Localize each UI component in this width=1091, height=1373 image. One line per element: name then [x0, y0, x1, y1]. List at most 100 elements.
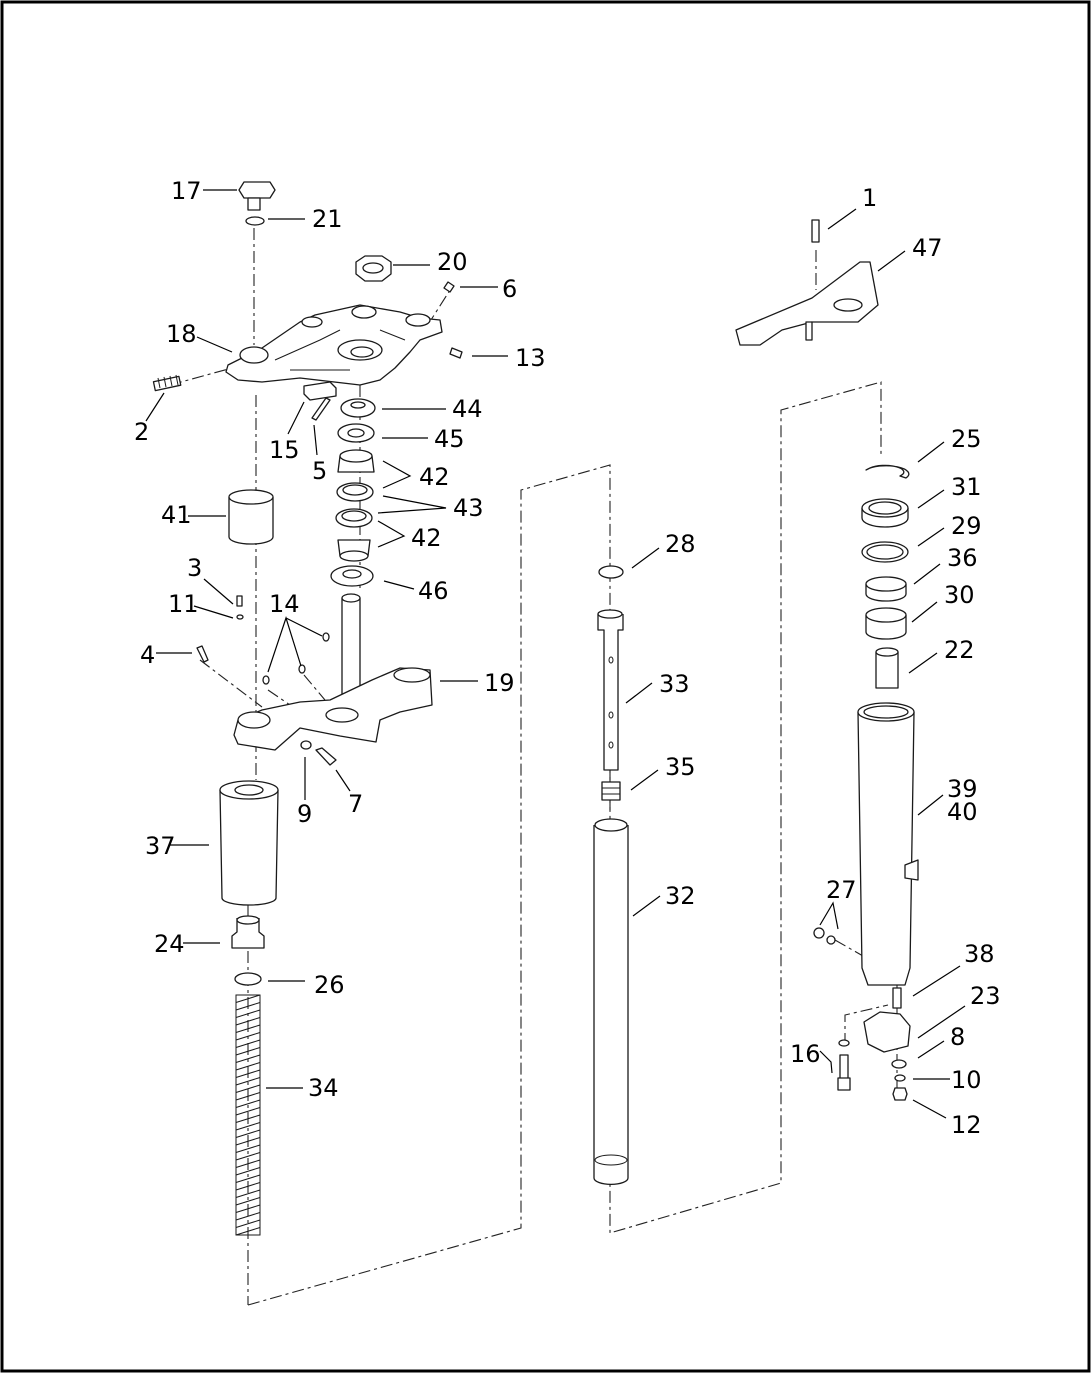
- callout-6: 6: [502, 275, 517, 303]
- callout-16: 16: [790, 1040, 821, 1068]
- callout-36: 36: [947, 544, 978, 572]
- part-42-bearing-upper: [337, 449, 375, 473]
- callout-13: 13: [515, 344, 546, 372]
- part-35-spring: [601, 781, 621, 801]
- callout-2: 2: [134, 418, 149, 446]
- part-28-snap-ring: [598, 565, 624, 579]
- part-3-bolt: [236, 595, 243, 607]
- callout-7: 7: [348, 790, 363, 818]
- part-38-stud: [892, 987, 902, 1009]
- part-7-bolt: [315, 747, 337, 766]
- part-23-cap: [863, 1011, 911, 1053]
- callout-18: 18: [166, 320, 197, 348]
- part-16-screw: [837, 1054, 851, 1091]
- part-20-nut: [355, 255, 392, 282]
- part-16-washer: [838, 1039, 850, 1047]
- callout-34: 34: [308, 1074, 339, 1102]
- part-10-lockwasher: [894, 1074, 906, 1082]
- part-4-screw: [196, 645, 209, 663]
- part-43-race-upper: [336, 482, 374, 502]
- callout-5: 5: [312, 457, 327, 485]
- callout-42-upper: 42: [419, 463, 450, 491]
- callout-46: 46: [418, 577, 449, 605]
- part-29-washer: [861, 541, 909, 563]
- part-26-oring: [234, 972, 262, 986]
- callout-3: 3: [187, 554, 202, 582]
- callout-37: 37: [145, 832, 176, 860]
- callout-44: 44: [452, 395, 483, 423]
- callout-47: 47: [912, 234, 943, 262]
- part-22-lock: [875, 647, 899, 689]
- callout-1: 1: [862, 184, 877, 212]
- callout-42-lower: 42: [411, 524, 442, 552]
- callout-labels: 17 21 20 6 18 13 2 15 5 44 45 42 43 42 4…: [134, 177, 1001, 1139]
- part-13-clip: [449, 347, 463, 359]
- callout-38: 38: [964, 940, 995, 968]
- part-33-damper-tube: [597, 609, 624, 771]
- part-37-cover: [219, 780, 279, 906]
- callout-10: 10: [951, 1066, 982, 1094]
- callout-40: 40: [947, 798, 978, 826]
- callout-27: 27: [826, 876, 857, 904]
- callout-30: 30: [944, 581, 975, 609]
- callout-41: 41: [161, 501, 192, 529]
- part-15-block: [303, 381, 337, 401]
- callout-26: 26: [314, 971, 345, 999]
- callout-33: 33: [659, 670, 690, 698]
- callout-12: 12: [951, 1111, 982, 1139]
- part-11-washer: [236, 614, 244, 620]
- part-19-lower-bracket: [233, 593, 433, 751]
- part-5-screw: [311, 397, 331, 421]
- part-21-washer: [245, 216, 265, 226]
- part-1-pin: [811, 219, 820, 243]
- callout-17: 17: [171, 177, 202, 205]
- callout-11: 11: [168, 590, 199, 618]
- callout-21: 21: [312, 205, 343, 233]
- part-17-bolt: [238, 181, 276, 211]
- callout-24: 24: [154, 930, 185, 958]
- callout-8: 8: [950, 1023, 965, 1051]
- part-9-washer: [300, 740, 312, 750]
- part-6-screw: [443, 281, 455, 293]
- part-25-retaining-ring: [865, 464, 910, 479]
- callout-32: 32: [665, 882, 696, 910]
- part-32-fork-tube: [593, 818, 629, 1186]
- callout-28: 28: [665, 530, 696, 558]
- part-14-screws: [262, 632, 330, 685]
- part-42-bearing-lower: [337, 539, 371, 562]
- part-45-washer: [337, 423, 375, 443]
- callout-22: 22: [944, 636, 975, 664]
- part-27-drain-screws: [813, 927, 836, 945]
- part-34-spring: [235, 994, 261, 1236]
- part-24-cap: [231, 915, 265, 949]
- part-31-seal: [861, 498, 909, 528]
- part-2-stud: [152, 374, 182, 392]
- part-30-bushing: [865, 607, 907, 640]
- part-12-nut: [892, 1087, 908, 1101]
- callout-45: 45: [434, 425, 465, 453]
- part-39-40-slider: [857, 702, 919, 986]
- callout-43: 43: [453, 494, 484, 522]
- callout-25: 25: [951, 425, 982, 453]
- part-43-race-lower: [335, 508, 373, 528]
- part-41-bushing: [228, 489, 274, 545]
- callout-14: 14: [269, 590, 300, 618]
- leader-lines: [145, 189, 966, 1119]
- part-18-upper-bracket: [225, 304, 443, 386]
- callout-39: 39: [947, 775, 978, 803]
- part-36-bushing: [865, 576, 907, 602]
- callout-4: 4: [140, 641, 155, 669]
- bearing-stack: [330, 398, 376, 587]
- part-8-washer: [891, 1059, 907, 1069]
- callout-29: 29: [951, 512, 982, 540]
- callout-23: 23: [970, 982, 1001, 1010]
- part-44-nut: [340, 398, 376, 418]
- part-47-bracket: [735, 261, 879, 346]
- callout-15: 15: [269, 436, 300, 464]
- callout-20: 20: [437, 248, 468, 276]
- callout-19: 19: [484, 669, 515, 697]
- callout-35: 35: [665, 753, 696, 781]
- part-46-seal: [330, 565, 374, 587]
